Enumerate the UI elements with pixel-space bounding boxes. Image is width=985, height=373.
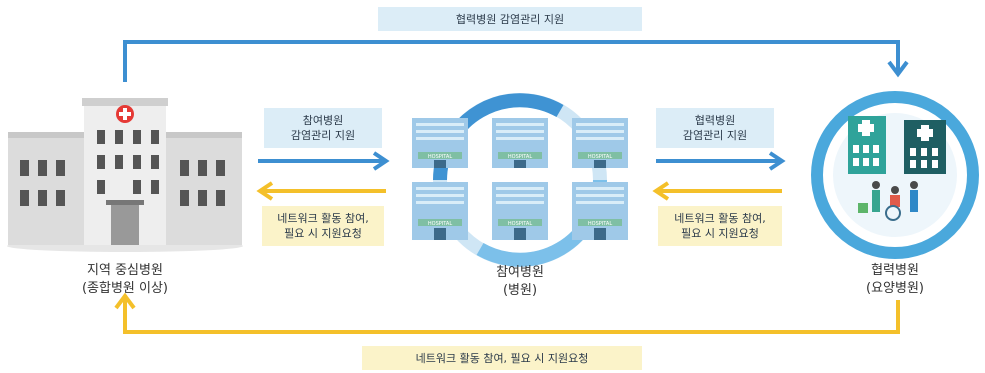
right-yellow-label-line1: 네트워크 활동 참여,: [674, 212, 766, 225]
regional-hospital-icon: [7, 98, 243, 252]
people-icon: [858, 181, 918, 221]
right-yellow-label-line2: 필요 시 지원요청: [681, 227, 759, 240]
right-node-title: 협력병원: [871, 263, 919, 278]
left-blue-arrow: [258, 151, 390, 171]
left-node-label: 지역 중심병원 (종합병원 이상): [45, 262, 205, 298]
sign-1: HOSPITAL: [428, 154, 452, 160]
top-blue-arrow: [123, 40, 909, 82]
left-yellow-label-line2: 필요 시 지원요청: [284, 227, 362, 240]
left-blue-label-line2: 감염관리 지원: [290, 129, 356, 142]
center-node-subtitle: (병원): [502, 283, 538, 298]
right-blue-arrow: [656, 151, 786, 171]
participating-hospital-icon: HOSPITAL HOSPITAL HOSPITAL HOSPITAL HOSP…: [412, 93, 628, 267]
cooperating-hospital-icon: [811, 91, 979, 259]
left-yellow-label: 네트워크 활동 참여, 필요 시 지원요청: [262, 206, 384, 246]
sign-6: HOSPITAL: [588, 221, 612, 227]
left-node-title: 지역 중심병원: [87, 263, 163, 278]
right-yellow-arrow: [652, 181, 782, 201]
sign-3: HOSPITAL: [588, 154, 612, 160]
right-blue-label-line1: 협력병원: [694, 114, 736, 127]
left-blue-label-line1: 참여병원: [302, 114, 344, 127]
left-yellow-label-line1: 네트워크 활동 참여,: [277, 212, 369, 225]
right-node-label: 협력병원 (요양병원): [835, 262, 955, 298]
bottom-yellow-arrow: [114, 292, 900, 334]
top-banner-label: 협력병원 감염관리 지원: [378, 7, 642, 31]
right-blue-label-line2: 감염관리 지원: [682, 129, 748, 142]
center-node-title: 참여병원: [496, 265, 544, 280]
right-blue-label: 협력병원 감염관리 지원: [656, 108, 774, 148]
sign-5: HOSPITAL: [508, 221, 532, 227]
left-yellow-arrow: [256, 181, 386, 201]
left-node-subtitle: (종합병원 이상): [81, 281, 169, 296]
left-blue-label: 참여병원 감염관리 지원: [264, 108, 382, 148]
sign-2: HOSPITAL: [508, 154, 532, 160]
right-node-subtitle: (요양병원): [866, 281, 924, 296]
center-node-label: 참여병원 (병원): [460, 264, 580, 300]
sign-4: HOSPITAL: [428, 221, 452, 227]
right-yellow-label: 네트워크 활동 참여, 필요 시 지원요청: [658, 206, 782, 246]
bottom-banner-label: 네트워크 활동 참여, 필요 시 지원요청: [362, 346, 642, 370]
